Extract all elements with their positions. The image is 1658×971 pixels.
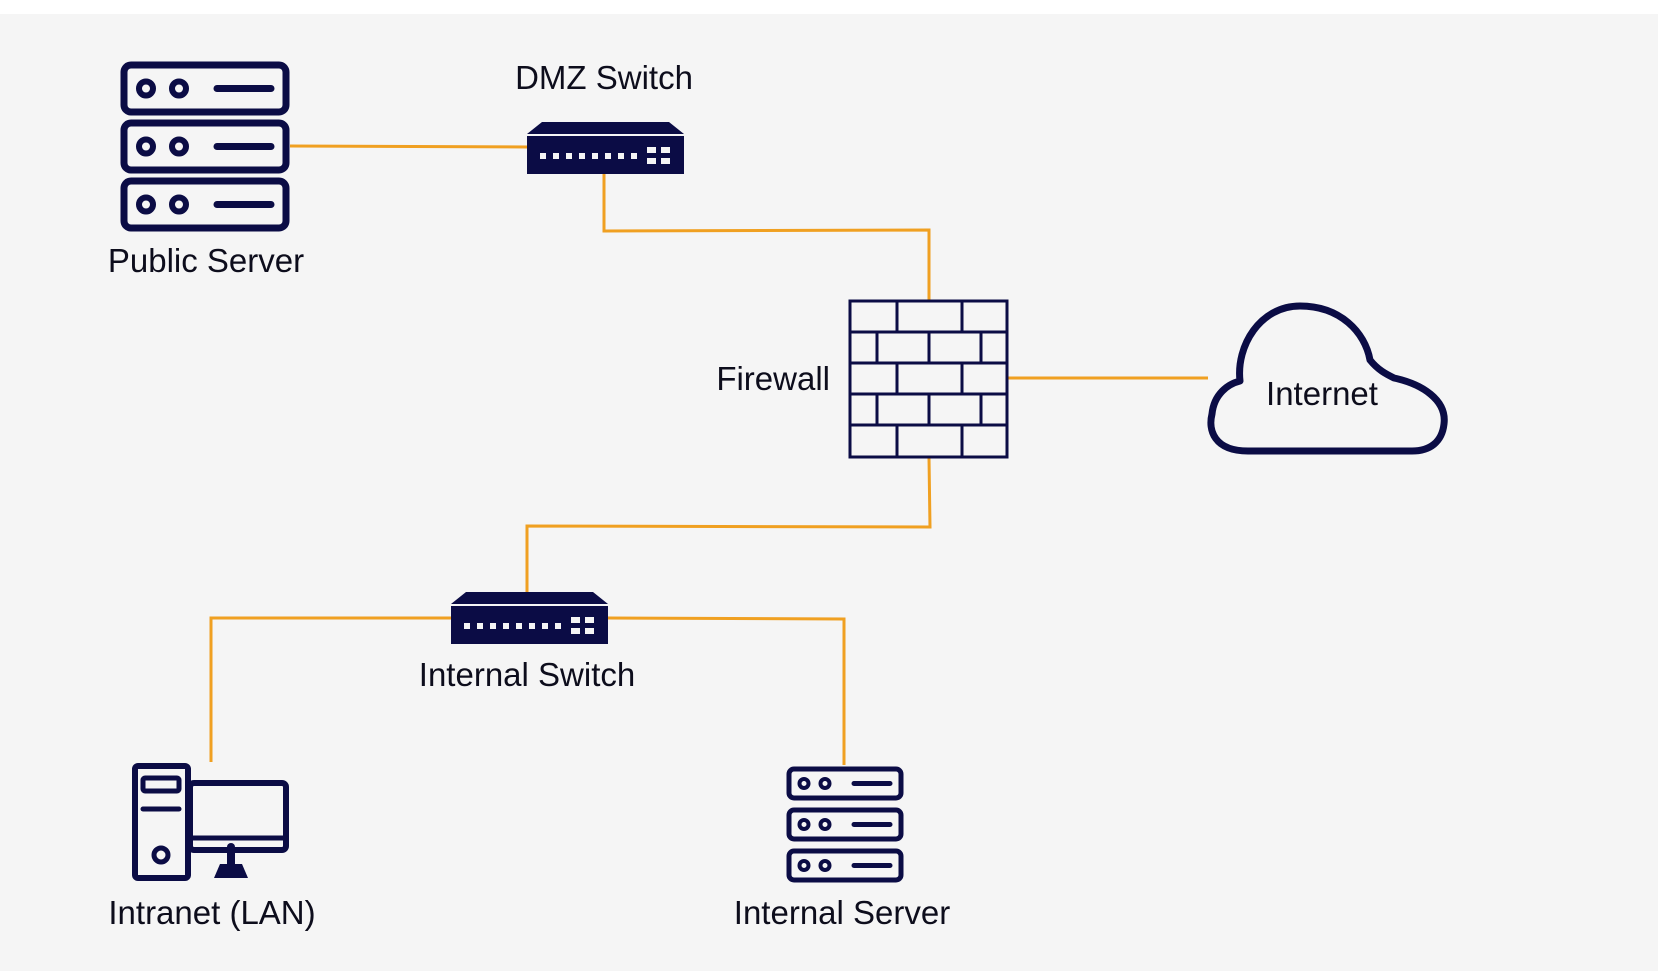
internet-label: Internet <box>1266 375 1378 412</box>
intranet-node[interactable]: Intranet (LAN) <box>108 763 316 931</box>
intranet-label: Intranet (LAN) <box>108 894 315 931</box>
firewall-label: Firewall <box>716 360 830 397</box>
network-switch-icon <box>451 592 608 644</box>
links <box>209 144 1208 765</box>
cloud-icon <box>1207 302 1448 455</box>
link-internal-switch-internal-server <box>607 616 846 765</box>
link-public-server-dmz-switch <box>289 144 529 149</box>
internal-server-label: Internal Server <box>734 894 950 931</box>
public-server-node[interactable]: Public Server <box>108 61 304 279</box>
dmz-switch-node[interactable]: DMZ Switch <box>515 59 693 174</box>
internal-switch-node[interactable]: Internal Switch <box>419 592 635 693</box>
link-firewall-internal-switch <box>525 457 932 592</box>
internet-node[interactable]: Internet <box>1207 302 1448 455</box>
server-rack-icon <box>120 61 290 232</box>
link-internal-switch-intranet <box>209 616 452 762</box>
link-dmz-switch-firewall <box>602 172 931 300</box>
desktop-computer-icon <box>132 763 289 881</box>
network-switch-icon <box>527 122 684 174</box>
brick-wall-icon <box>848 299 1009 459</box>
public-server-label: Public Server <box>108 242 304 279</box>
server-rack-icon <box>786 766 904 883</box>
dmz-switch-label: DMZ Switch <box>515 59 693 96</box>
firewall-node[interactable]: Firewall <box>716 299 1009 459</box>
internal-switch-label: Internal Switch <box>419 656 635 693</box>
internal-server-node[interactable]: Internal Server <box>734 766 950 931</box>
